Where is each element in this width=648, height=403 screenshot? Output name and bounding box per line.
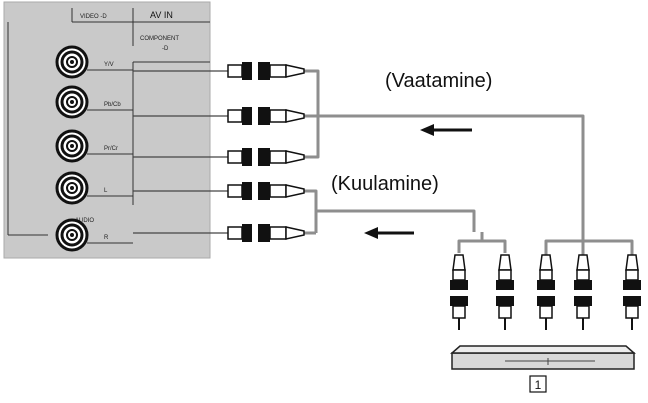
tv-plug-group bbox=[133, 62, 305, 242]
jack-2[interactable]: Pb/Cb bbox=[55, 85, 133, 119]
listening-label: (Kuulamine) bbox=[331, 173, 439, 195]
listening-arrow bbox=[364, 227, 414, 239]
video-header: VIDEO -D bbox=[80, 14, 107, 20]
tv-plug-2[interactable] bbox=[133, 107, 305, 125]
jack-label: L bbox=[104, 188, 108, 194]
av-in-header: AV IN bbox=[150, 10, 173, 20]
tv-plug-4[interactable] bbox=[133, 182, 305, 200]
jack-label: Pb/Cb bbox=[104, 102, 121, 108]
audio-cable-bundle bbox=[457, 239, 507, 253]
cables bbox=[304, 69, 634, 255]
audio-cable-l bbox=[304, 189, 318, 233]
video-cable-y bbox=[304, 69, 585, 255]
device-plug-4[interactable] bbox=[574, 254, 592, 330]
tv-plug-3[interactable] bbox=[133, 148, 305, 166]
device-plug-3[interactable] bbox=[537, 254, 555, 330]
jack-5[interactable]: R bbox=[55, 218, 133, 252]
device-number-box bbox=[529, 375, 547, 393]
jack-1[interactable]: Y/V bbox=[55, 45, 133, 79]
device-number: 1 bbox=[535, 378, 542, 392]
device-plug-group bbox=[450, 254, 641, 330]
tv-plug-1[interactable] bbox=[133, 62, 305, 80]
jack-label: Y/V bbox=[104, 62, 114, 68]
jack-4[interactable]: L bbox=[55, 171, 133, 205]
component-header: COMPONENT bbox=[140, 36, 179, 42]
jack-label: Pr/Cr bbox=[104, 146, 118, 152]
audio-label: AUDIO bbox=[75, 218, 94, 224]
video-cable-pr bbox=[304, 116, 320, 159]
tv-rear-panel: VIDEO -D AV IN COMPONENT -D AUDIO bbox=[3, 1, 211, 259]
video-cable-bundle bbox=[544, 239, 634, 255]
viewing-arrow bbox=[420, 124, 472, 136]
component-sub-header: -D bbox=[162, 46, 169, 52]
signal-arrows bbox=[364, 124, 472, 239]
jack-3[interactable]: Pr/Cr bbox=[55, 129, 133, 163]
device-plug-5[interactable] bbox=[623, 254, 641, 330]
external-device: 1 bbox=[450, 345, 636, 393]
device-plug-1[interactable] bbox=[450, 254, 468, 330]
audio-cable-trunk bbox=[316, 209, 476, 232]
viewing-label: (Vaatamine) bbox=[385, 70, 492, 92]
jack-label: R bbox=[104, 235, 109, 241]
device-plug-2[interactable] bbox=[496, 254, 514, 330]
tv-plug-5[interactable] bbox=[133, 224, 305, 242]
